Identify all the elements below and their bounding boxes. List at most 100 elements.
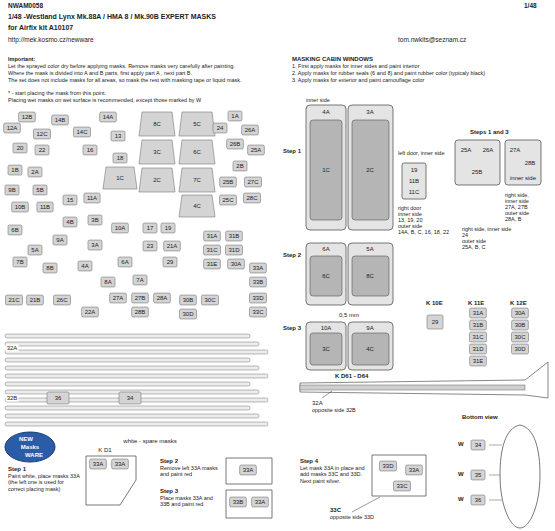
sheet-shape <box>500 425 540 528</box>
mask-number: 6C <box>193 149 201 156</box>
mask-number: 36 <box>475 497 482 504</box>
mask-number: 30A <box>231 261 242 268</box>
mask-piece <box>228 111 242 121</box>
mask-number: 13 <box>115 133 122 140</box>
mask-piece <box>201 295 218 305</box>
mask-number: 33B <box>233 499 244 506</box>
note-text: K D61 - D64 <box>335 373 368 380</box>
note-text: inner side <box>398 211 422 217</box>
sheet-shape <box>310 120 389 365</box>
note-text: 6C <box>322 273 330 280</box>
mask-piece <box>139 168 175 192</box>
mask-number: 29 <box>432 319 439 326</box>
sheet-shape <box>306 322 346 370</box>
mask-number: 8C <box>153 121 161 128</box>
note-text: right door <box>398 205 421 211</box>
sheet-shape <box>226 490 272 518</box>
mask-piece <box>28 245 42 255</box>
note-text: 3C <box>322 346 330 353</box>
mask-number: 33A <box>115 461 126 468</box>
mask-piece <box>470 308 487 318</box>
note-text: MASKING CABIN WINDOWS <box>292 56 373 63</box>
mask-piece <box>43 263 57 273</box>
sheet-shape <box>310 256 342 296</box>
mask-number: 2C <box>153 177 161 184</box>
mask-number: 33D <box>382 463 393 470</box>
mask-number: 7A <box>136 277 143 284</box>
mask-number: 14B <box>55 117 66 124</box>
mask-number: 25B <box>223 179 234 186</box>
mask-piece <box>154 293 171 303</box>
mask-piece <box>219 195 236 205</box>
sheet-shape <box>310 333 342 365</box>
sheet-shape <box>352 256 389 296</box>
mask-number: 5A <box>31 247 38 254</box>
mask-piece <box>511 344 528 354</box>
mask-number: 33C <box>252 309 263 316</box>
mask-number: 30D <box>182 311 193 318</box>
note-text: K 10E <box>426 300 443 307</box>
mask-piece <box>470 320 487 330</box>
mask-piece <box>163 257 177 267</box>
mask-piece <box>27 295 44 305</box>
mask-number: 33A <box>243 467 254 474</box>
note-text: 4C <box>366 346 374 353</box>
mask-piece <box>103 167 137 189</box>
note-text: Where the mask is divided into A and B p… <box>8 70 280 76</box>
mask-number: 15 <box>67 197 74 204</box>
mask-number: 4B <box>66 219 73 226</box>
note-text: Bottom view <box>462 414 498 421</box>
mask-piece <box>139 140 175 164</box>
mask-piece <box>228 259 245 269</box>
mask-piece <box>73 127 90 137</box>
mask-number: 30A <box>515 310 526 317</box>
mask-number: 21C <box>8 297 19 304</box>
sheet-shape <box>306 243 346 305</box>
sheet-shape <box>226 458 272 484</box>
note-text: 27A, 27B <box>505 204 528 210</box>
mask-number: 30C <box>514 334 525 341</box>
mask-piece <box>83 145 97 155</box>
mask-number: 10B <box>15 204 26 211</box>
mask-number: 18 <box>117 155 124 162</box>
note-text: 0,5 mm <box>339 312 359 319</box>
note-text: 5A <box>366 246 373 253</box>
note-text: Masks <box>21 444 39 451</box>
mask-number: 31D <box>472 346 483 353</box>
mask-number: 33D <box>252 295 263 302</box>
sheet-shape <box>348 322 393 370</box>
mask-piece <box>132 307 149 317</box>
mask-piece <box>8 165 22 175</box>
mask-number: 1C <box>116 175 124 182</box>
mask-piece <box>226 231 243 241</box>
sheet-shape <box>489 445 502 500</box>
note-text: Steps 1 and 3 <box>470 129 509 136</box>
note-text: K 11E <box>468 300 484 307</box>
note-text: 9A <box>366 324 373 331</box>
mask-piece <box>33 129 50 139</box>
note-text: inner side <box>510 175 536 182</box>
note-text: 25A <box>461 147 472 154</box>
mask-piece <box>393 481 410 491</box>
mask-number: 30B <box>183 297 194 304</box>
mask-number: 24 <box>217 125 224 132</box>
mask-piece <box>4 123 21 133</box>
note-text: * - start placing the mask from this poi… <box>8 90 280 96</box>
note-text: W <box>458 441 464 448</box>
mask-number: 30D <box>514 346 525 353</box>
mask-piece <box>249 293 266 303</box>
mask-number: 2A <box>31 169 38 176</box>
mask-piece <box>249 307 266 317</box>
mask-piece <box>179 140 215 164</box>
mask-piece <box>101 277 115 287</box>
note-text: 11C <box>409 189 420 196</box>
sheet-shape <box>489 445 502 446</box>
mask-piece <box>250 263 267 273</box>
mask-piece <box>179 168 215 192</box>
note-text: 2. Apply masks for rubber seals (6 and 8… <box>292 70 550 76</box>
mask-number: 12A <box>7 125 18 132</box>
mask-number: 12B <box>22 114 33 121</box>
mask-piece <box>379 461 396 471</box>
mask-number: 23 <box>147 243 154 250</box>
mask-number: 26C <box>56 297 67 304</box>
